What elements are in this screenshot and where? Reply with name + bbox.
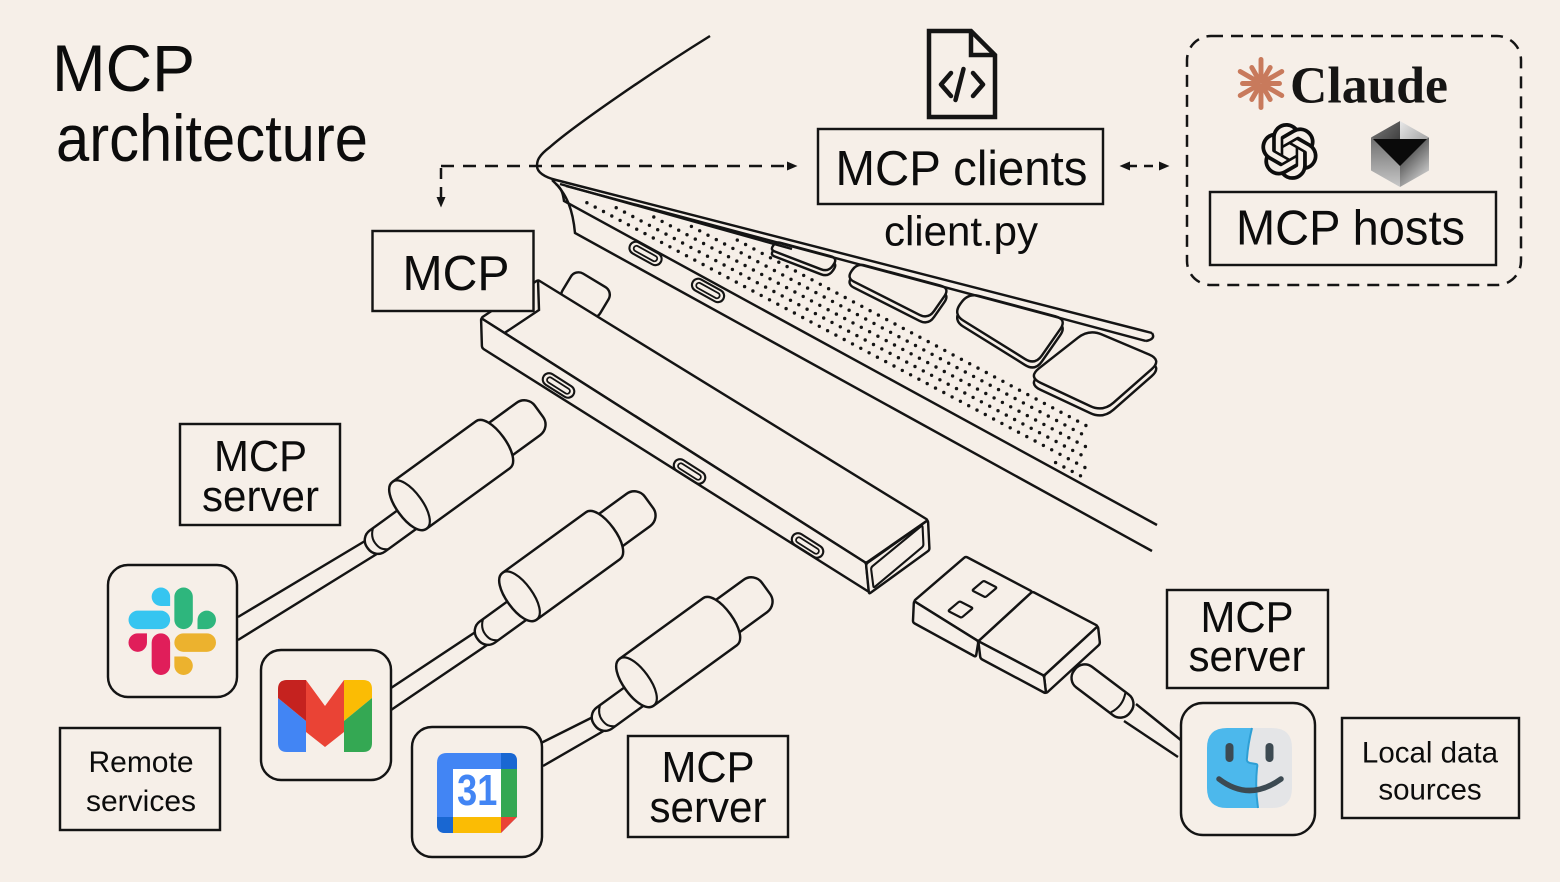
svg-text:sources: sources — [1378, 774, 1481, 807]
svg-text:Local data: Local data — [1362, 737, 1499, 770]
svg-text:client.py: client.py — [884, 208, 1038, 255]
svg-text:architecture: architecture — [56, 101, 368, 175]
svg-text:server: server — [650, 783, 767, 832]
svg-text:MCP: MCP — [214, 432, 307, 481]
svg-text:MCP: MCP — [1201, 593, 1294, 642]
svg-text:Remote: Remote — [88, 746, 193, 779]
svg-text:Claude: Claude — [1290, 58, 1448, 115]
svg-text:MCP: MCP — [662, 743, 755, 792]
svg-text:MCP: MCP — [403, 246, 510, 301]
svg-text:services: services — [86, 785, 196, 818]
svg-text:server: server — [1189, 632, 1306, 681]
svg-text:MCP: MCP — [52, 31, 195, 105]
svg-text:MCP hosts: MCP hosts — [1236, 202, 1465, 256]
svg-text:MCP clients: MCP clients — [836, 142, 1088, 196]
svg-text:31: 31 — [457, 766, 497, 815]
svg-text:server: server — [202, 472, 319, 521]
